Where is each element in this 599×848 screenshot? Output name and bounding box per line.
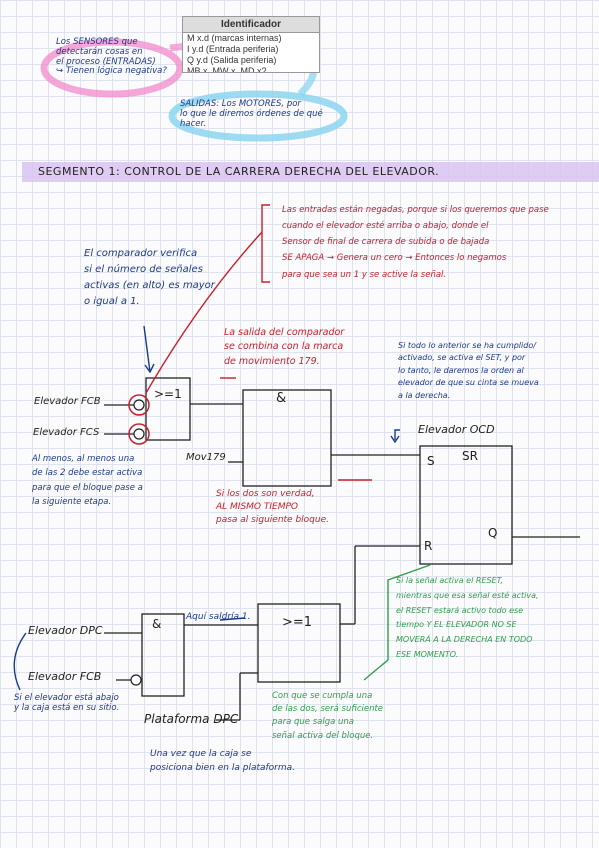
note-salidas: SALIDAS: Los MOTORES, por lo que le dire… [180, 99, 323, 129]
note-comparador: El comparador verifica si el número de s… [84, 248, 215, 307]
comparator-block-2 [257, 603, 341, 683]
violet-highlight [22, 162, 599, 182]
label-elevador-fcb-2: Elevador FCB [28, 670, 102, 683]
sr-s-label: S [427, 454, 435, 468]
pink-highlight [40, 38, 184, 98]
label-elevador-fcs: Elevador FCS [33, 427, 100, 438]
blue-arrowhead [390, 435, 400, 444]
label-elevador-ocd: Elevador OCD [418, 423, 495, 436]
note-si-los-dos: Si los dos son verdad, AL MISMO TIEMPO p… [216, 489, 329, 526]
note-reset: Si la señal activa el RESET, mientras qu… [396, 576, 539, 659]
comparator-label-1: >=1 [154, 387, 182, 401]
and-block-2 [141, 613, 185, 697]
table-row: I y.d (Entrada periferia) [187, 44, 279, 54]
segment-title: SEGMENTO 1: CONTROL DE LA CARRERA DERECH… [38, 165, 440, 178]
negation-circle [133, 428, 145, 440]
sr-title-label: SR [462, 449, 478, 463]
note-entradas-negadas: Las entradas están negadas, porque si lo… [282, 205, 549, 280]
red-arrow-negadas [145, 231, 263, 394]
table-header: Identificador [183, 17, 319, 33]
sr-q-label: Q [488, 526, 498, 540]
blue-arrow-todo [394, 429, 400, 440]
note-todo-anterior: Si todo lo anterior se ha cumplido/ acti… [398, 341, 539, 400]
sr-r-label: R [424, 539, 433, 553]
note-salida-comparador: La salida del comparador se combina con … [224, 327, 345, 367]
red-bracket-negadas [261, 204, 270, 283]
blue-bracket-elevador [13, 632, 27, 691]
cyan-highlight [168, 90, 348, 142]
negation-circle [133, 399, 145, 411]
negation-marker-circle [128, 394, 150, 416]
note-al-menos: Al menos, al menos una de las 2 debe est… [32, 454, 143, 508]
blue-arrow-comparador [143, 325, 151, 373]
note-con-que: Con que se cumpla una de las dos, será s… [272, 691, 384, 741]
sr-block [419, 445, 513, 565]
green-arrow-reset [363, 564, 431, 681]
table-row: M x.d (marcas internas) [187, 33, 282, 43]
blue-arrow-aqui [219, 617, 246, 621]
note-aqui-saldria: Aquí saldría 1. [186, 612, 251, 622]
label-mov179: Mov179 [186, 452, 226, 463]
negation-circle [130, 674, 142, 686]
negation-marker-circle [128, 423, 150, 445]
table-row: Q y.d (Salida periferia) [187, 55, 277, 65]
comparator-block-1 [145, 377, 191, 441]
and-label-2: & [152, 617, 162, 631]
label-elevador-dpc: Elevador DPC [28, 624, 103, 637]
note-elevador-abajo: Si el elevador está abajo y la caja está… [14, 693, 120, 713]
note-sensores: Los SENSORES que detectarán cosas en el … [56, 37, 167, 77]
comparator-label-2: >=1 [282, 615, 313, 630]
identifier-table: Identificador M x.d (marcas internas) I … [182, 16, 320, 73]
label-plataforma-dpc: Plataforma DPC [144, 712, 239, 726]
and-label-1: & [276, 391, 287, 406]
blue-arrowhead [144, 363, 155, 374]
note-una-vez: Una vez que la caja se posiciona bien en… [150, 749, 296, 773]
label-elevador-fcb: Elevador FCB [34, 396, 101, 407]
table-row: MB x, MW x, MD x? (Intermedia) [187, 66, 267, 72]
and-block-1 [242, 389, 332, 487]
